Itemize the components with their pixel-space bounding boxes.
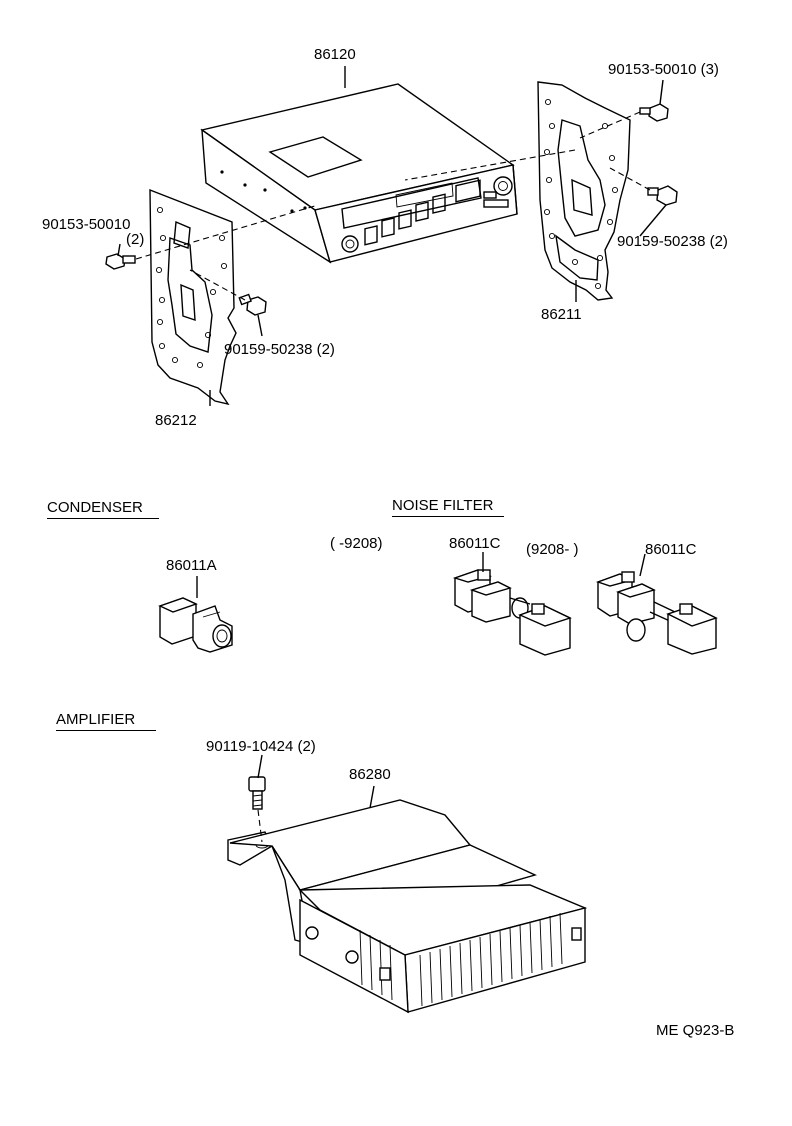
amplifier-unit	[227, 799, 588, 1014]
noise-filter-a-part-number: 86011C	[449, 535, 501, 552]
bracket-right-part-number: 86211	[541, 306, 582, 323]
screw-right-part-label: 90153-50010 (3)	[608, 61, 719, 78]
bracket-left-part-number: 86212	[155, 412, 197, 429]
dash-bolt-amp	[257, 809, 263, 843]
noise-filter-b-range: (9208- )	[526, 541, 579, 558]
noise-filter-b-part-number: 86011C	[645, 541, 697, 558]
noise-filter-section-title: NOISE FILTER	[392, 498, 504, 517]
amplifier-bolt-part-label: 90119-10424 (2)	[206, 738, 316, 755]
head-unit-part-number: 86120	[314, 46, 356, 63]
leader-screw-left	[117, 243, 121, 257]
noise-filter-a	[452, 569, 572, 656]
bolt-left-part-label: 90159-50238 (2)	[224, 341, 335, 358]
condenser-section-title: CONDENSER	[47, 500, 159, 519]
condenser-part-number: 86011A	[166, 557, 217, 574]
leader-bolt-amp	[257, 754, 263, 779]
screw-left-part-number: 90153-50010	[42, 216, 131, 233]
leader-bolt-right	[639, 204, 667, 237]
drawing-code: ME Q923-B	[656, 1022, 735, 1039]
bolt-right-bracket	[647, 185, 678, 206]
screw-left-bracket	[105, 253, 136, 270]
noise-filter-b	[595, 571, 718, 655]
dash-screw-left	[135, 204, 319, 260]
screw-left-qty: (2)	[126, 231, 145, 248]
bracket-right	[537, 81, 631, 301]
bolt-right-part-label: 90159-50238 (2)	[617, 233, 728, 250]
dash-screw-right	[404, 149, 576, 181]
bracket-left	[149, 188, 237, 406]
leader-nf-b	[639, 553, 646, 577]
screw-right-bracket	[639, 103, 669, 122]
head-unit-radio	[200, 83, 518, 264]
dash-screw-right-2	[579, 111, 641, 139]
amplifier-section-title: AMPLIFIER	[56, 712, 156, 731]
amplifier-part-number: 86280	[349, 766, 391, 783]
noise-filter-a-range: ( -9208)	[330, 535, 383, 552]
condenser-part	[158, 597, 233, 653]
leader-screw-right	[659, 79, 664, 105]
bolt-amplifier	[248, 776, 266, 810]
dash-bolt-left	[189, 269, 246, 301]
leader-bolt-left	[257, 314, 263, 337]
leader-86280	[369, 785, 375, 809]
dash-bolt-right	[609, 167, 651, 191]
bolt-left-bracket	[238, 293, 267, 316]
